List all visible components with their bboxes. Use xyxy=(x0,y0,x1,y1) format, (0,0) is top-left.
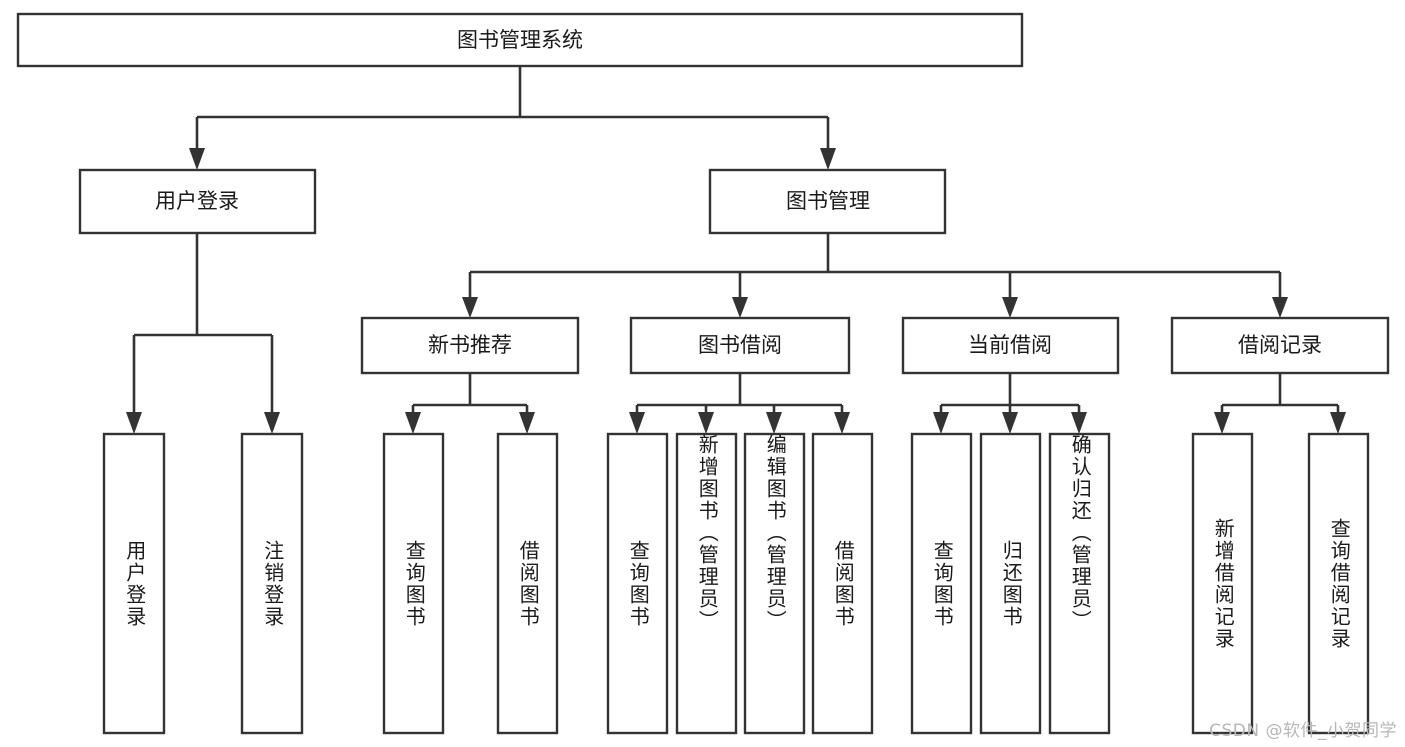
leaf-confirm-return-box[interactable] xyxy=(1048,432,1111,735)
csdn-watermark: CSDN @软件_小贺同学 xyxy=(1209,721,1397,741)
node-book-manage-box[interactable] xyxy=(708,168,947,235)
leaf-add-book-box[interactable] xyxy=(675,432,738,735)
node-book-manage[interactable]: 图书管理 xyxy=(708,168,947,235)
arrow-head-leaf-query-book-2 xyxy=(629,412,645,434)
node-new-book-recommend[interactable]: 新书推荐 xyxy=(360,316,580,375)
connector-book-borrow-to-leaves xyxy=(629,373,850,434)
arrow-head-book-manage xyxy=(820,148,836,170)
connector-current-borrow-to-leaves xyxy=(933,373,1087,434)
leaf-query-book-3-box[interactable] xyxy=(910,432,973,735)
node-book-manage-label: 图书管理 xyxy=(786,189,870,213)
arrow-head-leaf-confirm-return xyxy=(1071,412,1087,434)
node-user-login[interactable]: 用户登录 xyxy=(78,168,317,235)
leaf-borrow-book-2-box[interactable] xyxy=(811,432,874,735)
arrow-head-new-book-recommend xyxy=(462,297,478,318)
node-current-borrow-label: 当前借阅 xyxy=(968,333,1052,357)
arrow-head-leaf-query-book-1 xyxy=(405,412,421,434)
arrow-head-leaf-query-book-3 xyxy=(933,412,949,434)
node-current-borrow-box[interactable] xyxy=(901,316,1120,375)
leaf-user-logout-box[interactable] xyxy=(240,432,304,735)
node-borrow-record[interactable]: 借阅记录 xyxy=(1170,316,1390,375)
node-new-book-recommend-label: 新书推荐 xyxy=(428,333,512,357)
node-root-label: 图书管理系统 xyxy=(457,28,583,52)
node-root-box[interactable] xyxy=(16,12,1024,68)
node-user-login-label: 用户登录 xyxy=(155,189,239,213)
arrow-head-leaf-edit-book xyxy=(766,412,782,434)
connector-root-to-level2 xyxy=(189,66,836,170)
arrow-head-user-login xyxy=(189,148,205,170)
leaf-borrow-book-1-box[interactable] xyxy=(496,432,559,735)
arrow-head-leaf-add-book xyxy=(698,412,714,434)
arrow-head-leaf-query-record xyxy=(1330,412,1346,434)
connector-new-book-recommend-to-leaves xyxy=(405,373,535,434)
node-new-book-recommend-box[interactable] xyxy=(360,316,580,375)
connector-user-login-to-leaves xyxy=(126,233,280,434)
arrow-head-leaf-borrow-book-2 xyxy=(834,412,850,434)
node-root[interactable]: 图书管理系统 xyxy=(16,12,1024,68)
connector-borrow-record-to-leaves xyxy=(1214,373,1346,434)
leaf-return-book-box[interactable] xyxy=(979,432,1042,735)
node-book-borrow-label: 图书借阅 xyxy=(698,333,782,357)
arrow-head-leaf-user-logout xyxy=(264,412,280,434)
arrow-head-borrow-record xyxy=(1272,297,1288,318)
leaf-query-record-box[interactable] xyxy=(1307,432,1370,735)
arrow-head-leaf-borrow-book-1 xyxy=(519,412,535,434)
node-borrow-record-box[interactable] xyxy=(1170,316,1390,375)
leaf-add-record-box[interactable] xyxy=(1191,432,1254,735)
arrow-head-leaf-user-login xyxy=(126,412,142,434)
leaf-query-book-2-box[interactable] xyxy=(606,432,669,735)
leaf-query-book-1-box[interactable] xyxy=(382,432,445,735)
node-current-borrow[interactable]: 当前借阅 xyxy=(901,316,1120,375)
arrow-head-current-borrow xyxy=(1002,297,1018,318)
leaf-user-login-box[interactable] xyxy=(102,432,166,735)
node-user-login-box[interactable] xyxy=(78,168,317,235)
connector-book-manage-to-level3 xyxy=(462,233,1288,318)
node-book-borrow[interactable]: 图书借阅 xyxy=(629,316,851,375)
node-book-borrow-box[interactable] xyxy=(629,316,851,375)
node-borrow-record-label: 借阅记录 xyxy=(1238,333,1322,357)
arrow-head-leaf-return-book xyxy=(1002,412,1018,434)
arrow-head-book-borrow xyxy=(732,297,748,318)
arrow-head-leaf-add-record xyxy=(1214,412,1230,434)
leaf-edit-book-box[interactable] xyxy=(743,432,806,735)
